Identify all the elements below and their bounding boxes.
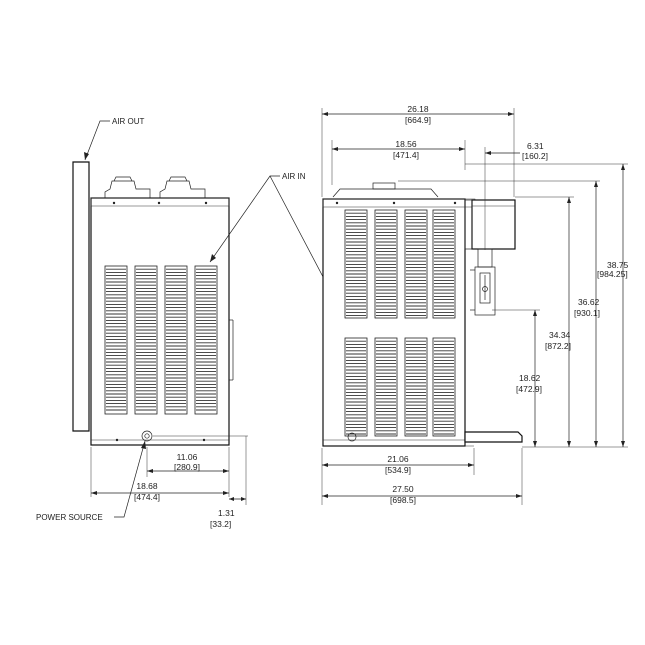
power-source-label: POWER SOURCE: [36, 513, 103, 522]
dim-overall-height-in: 38.75: [607, 260, 629, 270]
air-out-callout: AIR OUT: [84, 117, 145, 161]
dim-nozzle-offset-mm: [160.2]: [522, 151, 548, 161]
louver-column: [194, 265, 218, 415]
dim-side-base-offset-mm: [33.2]: [210, 519, 231, 529]
dim-side-power-offset-in: 11.06: [177, 452, 198, 462]
louver-column: [374, 337, 398, 437]
side-dimensions: 11.06 [280.9] 18.68 [474.4] 1.31 [33.2]: [90, 436, 247, 529]
dispenser-head: [464, 199, 516, 250]
side-back-panel: [72, 161, 90, 432]
louver-column: [404, 209, 428, 319]
air-in-label: AIR IN: [282, 172, 306, 181]
front-louver-grille: [344, 209, 456, 437]
dim-side-power-offset-mm: [280.9]: [174, 462, 200, 472]
louver-column: [104, 265, 128, 415]
dim-front-base-width-in: 21.06: [387, 454, 409, 464]
dim-nozzle-offset-in: 6.31: [527, 141, 544, 151]
louver-column: [344, 209, 368, 319]
louver-column: [374, 209, 398, 319]
front-drain-fitting: [347, 432, 357, 442]
dim-overall-width-in: 26.18: [407, 104, 429, 114]
dim-top-width-mm: [471.4]: [393, 150, 419, 160]
dim-overall-width-mm: [664.9]: [405, 115, 431, 125]
dim-side-depth-mm: [474.4]: [134, 492, 160, 502]
louver-column: [432, 209, 456, 319]
side-view: [72, 161, 248, 446]
front-dimensions: 26.18 [664.9] 18.56 [471.4] 6.31 [160.2]…: [321, 104, 629, 505]
front-view: [322, 182, 523, 447]
dim-drip-height-mm: [472.9]: [516, 384, 542, 394]
air-out-label: AIR OUT: [112, 117, 145, 126]
louver-column: [404, 337, 428, 437]
dim-side-base-offset-in: 1.31: [218, 508, 235, 518]
louver-column: [134, 265, 158, 415]
dim-dispense-height-in: 34.34: [549, 330, 571, 340]
dim-cabinet-height-mm: [930.1]: [574, 308, 600, 318]
dim-side-depth-in: 18.68: [136, 481, 158, 491]
louver-column: [432, 337, 456, 437]
dim-dispense-height-mm: [872.2]: [545, 341, 571, 351]
drip-tray: [464, 431, 523, 447]
dim-front-total-width-mm: [698.5]: [390, 495, 416, 505]
dim-front-base-width-mm: [534.9]: [385, 465, 411, 475]
dim-overall-height-mm: [984.25]: [597, 269, 628, 279]
power-source-fitting: [141, 430, 153, 442]
side-cabinet: [90, 197, 230, 446]
dim-front-total-width-in: 27.50: [392, 484, 414, 494]
louver-column: [164, 265, 188, 415]
dim-drip-height-in: 18.62: [519, 373, 541, 383]
power-source-callout: POWER SOURCE: [36, 440, 146, 522]
side-fan-caps: [104, 176, 206, 198]
dispensing-valve: [470, 248, 496, 316]
side-louver-grille: [104, 265, 218, 415]
dim-cabinet-height-in: 36.62: [578, 297, 600, 307]
dim-top-width-in: 18.56: [395, 139, 417, 149]
